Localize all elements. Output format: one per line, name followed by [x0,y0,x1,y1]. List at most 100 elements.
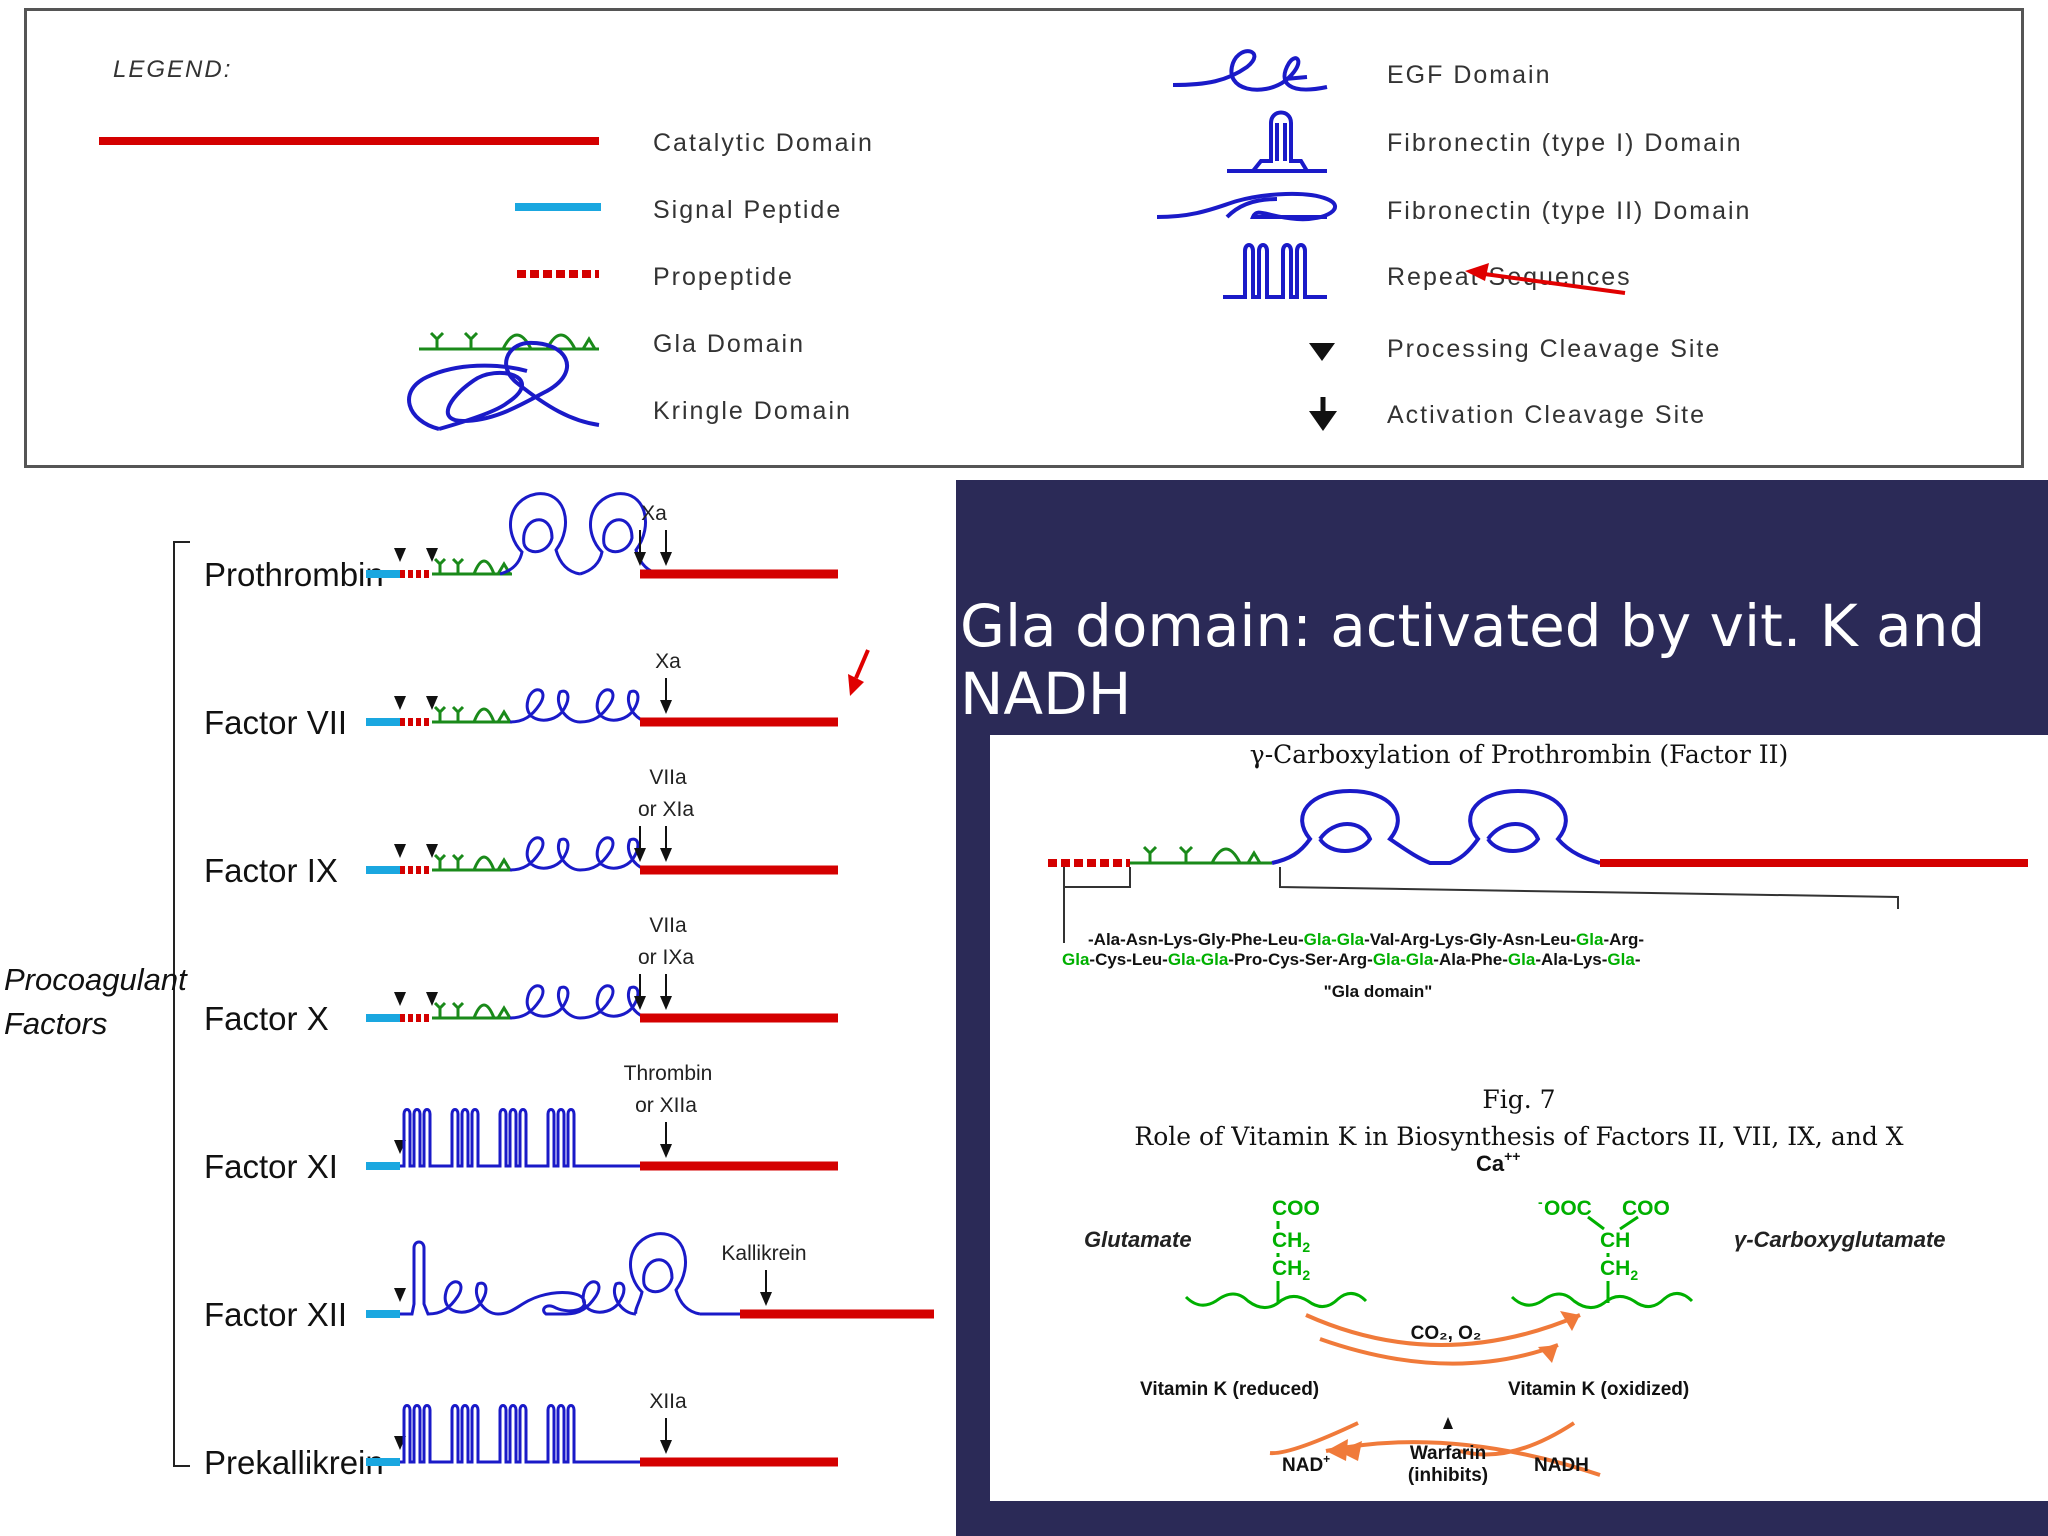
factor-name: Factor XI [204,1148,338,1185]
glutamate-ch2-1: CH2 [1272,1229,1310,1255]
activation-cleavage-icon [660,678,672,714]
glutamate-ch2-2: CH2 [1272,1257,1310,1283]
gla-domain-icon [432,853,512,872]
factor-domains: XIIa [366,1390,838,1467]
vitamin-k-figure: γ-Carboxylation of Prothrombin (Factor I… [990,735,2048,1501]
sequence-text: Gla-Cys-Leu-Gla-Gla-Pro-Cys-Ser-Arg-Gla-… [1062,950,1641,969]
sequence-text: -Ala-Asn-Lys-Gly-Phe-Leu-Gla-Gla-Val-Arg… [1088,930,1644,949]
activation-cleavage-icon [760,1270,772,1306]
activating-enzyme-label-2: or XIa [638,798,694,821]
factor-xii-domains-icon [400,1232,740,1316]
processing-cleavage-icon [426,548,438,562]
kringle-domain-icon [407,340,600,431]
legend-label-activation-arrow: Activation Cleavage Site [1387,401,1706,429]
carboxyglutamate-ch2: CH2 [1600,1257,1638,1283]
factor-name: Factor IX [204,852,338,889]
activation-cleavage-icon [660,530,672,566]
factor-name: Factor XII [204,1296,347,1333]
vitamin-k-oxidized-label: Vitamin K (oxidized) [1508,1379,1689,1400]
factor-domains: Thrombin or XIIa [366,1062,838,1171]
processing-cleavage-icon [394,548,406,562]
activating-enzyme-label: VIIa [649,914,687,937]
legend-label-signal-line: Signal Peptide [653,196,842,224]
factor-domains: VIIa or IXa [366,914,838,1023]
slide-panel: Gla domain: activated by vit. K and NADH… [956,480,2048,1536]
co2-o2-label: CO₂, O₂ [1411,1323,1482,1344]
carboxyglutamate-coo: COO [1622,1197,1670,1220]
fibronectin-1-icon [1227,110,1327,173]
slide-title: Gla domain: activated by vit. K and NADH [960,592,1986,728]
vitamin-k-figure-graphic: γ-Carboxylation of Prothrombin (Factor I… [1048,740,2028,1486]
legend-label-propeptide-dots: Propeptide [653,263,794,291]
fibronectin-2-icon [1156,191,1337,222]
carboxyglutamate-structure: - OOC COO - CH CH2 [1538,1194,1670,1283]
processing-cleavage-icon [394,1288,406,1302]
gla-domain-icon [419,331,599,351]
legend-label-processing-arrow: Processing Cleavage Site [1387,335,1721,363]
activation-cleavage-icon [660,974,672,1010]
processing-cleavage-icon [426,696,438,710]
cycle-arrowheads [1326,1311,1580,1461]
processing-cleavage-icon [394,844,406,858]
activation-cleavage-icon [660,826,672,862]
factor-domains: VIIa or XIa [366,766,838,875]
activating-enzyme-label-2: or XIIa [635,1094,697,1117]
repeat-sequences-icon [400,1108,640,1168]
nad-label: NAD+ [1282,1452,1330,1476]
activating-enzyme-label: VIIa [649,766,687,789]
fig-caption: Role of Vitamin K in Biosynthesis of Fac… [1134,1122,1903,1151]
activating-enzyme-label: Kallikrein [721,1242,806,1265]
factor-domain-graphic: Procoagulant Factors ProthrombinXaFactor… [4,492,934,1481]
sequence-line-2: Gla-Cys-Leu-Gla-Gla-Pro-Cys-Ser-Arg-Gla-… [1062,950,1641,969]
factor-row: Factor XII Kallikrein [204,1232,934,1333]
gla-caption: "Gla domain" [1324,982,1433,1001]
activation-cleavage-icon [634,826,646,862]
group-label-line1: Procoagulant [4,962,188,997]
factor-domains: Kallikrein [366,1232,934,1319]
glutamate-coo: COO [1272,1197,1320,1220]
activating-enzyme-label-2: or IXa [638,946,694,969]
legend-label-gla-wave: Gla Domain [653,330,805,358]
factor-domains: Xa [366,650,838,727]
carboxyglutamate-label: γ-Carboxyglutamate [1734,1227,1946,1252]
factor-name: Prekallikrein [204,1444,384,1481]
glutamate-label: Glutamate [1084,1227,1192,1252]
inhibits-label: (inhibits) [1408,1465,1488,1486]
kringle-domain-icon [499,492,661,576]
factor-name: Factor X [204,1000,329,1037]
sequence-line-1: -Ala-Asn-Lys-Gly-Phe-Leu-Gla-Gla-Val-Arg… [1088,930,1644,949]
activation-cleavage-icon [660,1122,672,1158]
factor-row: Factor X VIIa or IXa [204,914,838,1037]
factor-name: Prothrombin [204,556,384,593]
glutamate-coo-charge: - [1314,1194,1319,1210]
carboxyglutamate-ch: CH [1600,1229,1630,1252]
group-label-line2: Factors [4,1006,107,1041]
nadh-label: NADH [1534,1455,1589,1476]
gla-domain-icon [432,705,512,724]
factor-row: Factor XI Thrombin or XIIa [204,1062,838,1185]
warfarin-label: Warfarin [1410,1443,1486,1464]
factor-vii-annotation-arrow [848,649,870,696]
egf-domain-icon [1172,49,1328,92]
figure-top-title: γ-Carboxylation of Prothrombin (Factor I… [1250,740,1788,769]
factor-row: Factor IX VIIa or XIa [204,766,838,889]
activating-enzyme-label: Thrombin [624,1062,713,1085]
activation-cleavage-icon [660,1418,672,1454]
processing-cleavage-icon [426,844,438,858]
activating-enzyme-label: XIIa [649,1390,687,1413]
activation-cleavage-icon [634,530,646,566]
coo-charge: - [1664,1194,1669,1210]
activation-cleavage-icon [634,974,646,1010]
legend-label-fibronectin-1: Fibronectin (type I) Domain [1387,129,1743,157]
gla-domain-icon [432,557,512,576]
activation-cleavage-site-icon [1309,397,1337,431]
fig-number: Fig. 7 [1482,1085,1555,1114]
vitamin-k-reduced-label: Vitamin K (reduced) [1140,1379,1319,1400]
fig-gla-domain-icon [1130,845,1272,865]
processing-cleavage-icon [394,696,406,710]
carboxyglutamate-ooc: OOC [1544,1197,1592,1220]
